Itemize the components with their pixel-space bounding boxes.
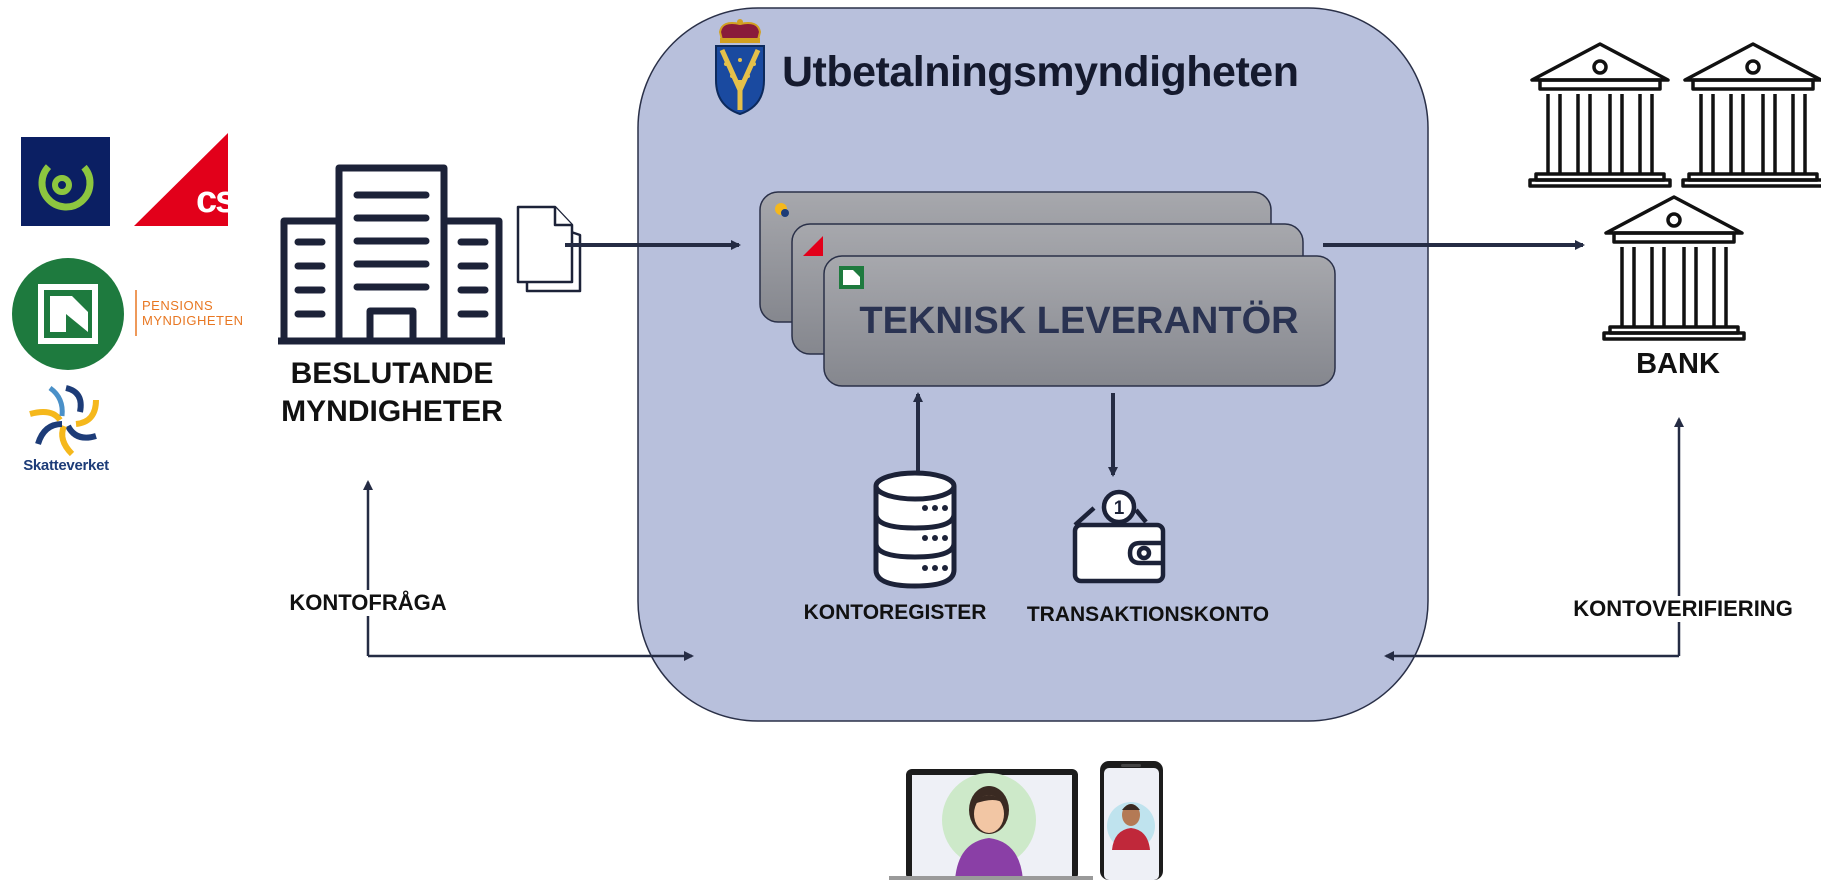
bank-building-icon [1528,42,1821,341]
account-register-label: KONTOREGISTER [803,601,987,624]
bank-label: BANK [1636,348,1720,380]
account-verification-label: KONTOVERIFIERING [1569,596,1797,622]
svg-text:1: 1 [1114,498,1125,519]
transaction-account-label: TRANSAKTIONSKONTO [1026,603,1270,626]
csn-logo [134,133,228,226]
decision-makers-label-line2: MYNDIGHETER [281,395,503,428]
pension-logo-text: PENSIONS MYNDIGHETEN [142,298,244,328]
skatteverket-logo [29,385,99,457]
phone-user-icon [1100,761,1163,880]
pension-logo-text-line2: MYNDIGHETEN [142,313,244,328]
agency-coat-of-arms-icon [715,19,765,116]
decision-makers-label: BESLUTANDE MYNDIGHETER [281,355,503,431]
database-icon [873,470,957,589]
document-icon [516,205,582,293]
supplier-label: TEKNISK LEVERANTÖR [859,300,1299,342]
account-query-label: KONTOFRÅGA [285,590,451,616]
agency-title: Utbetalningsmyndigheten [782,48,1299,96]
pension-logo-text-line1: PENSIONS [142,298,214,313]
pensionsmyndigheten-logo [12,258,137,370]
laptop-user-icon [889,769,1093,880]
forsakringskassan-logo [21,137,110,226]
wallet-coin-icon: 1 [1072,489,1166,584]
decision-makers-label-line1: BESLUTANDE [290,357,494,390]
supplier-card-front [823,255,1336,387]
skatteverket-logo-text: Skatteverket [23,457,109,474]
office-building-icon [278,164,505,345]
csn-logo-text: csn [196,179,258,221]
